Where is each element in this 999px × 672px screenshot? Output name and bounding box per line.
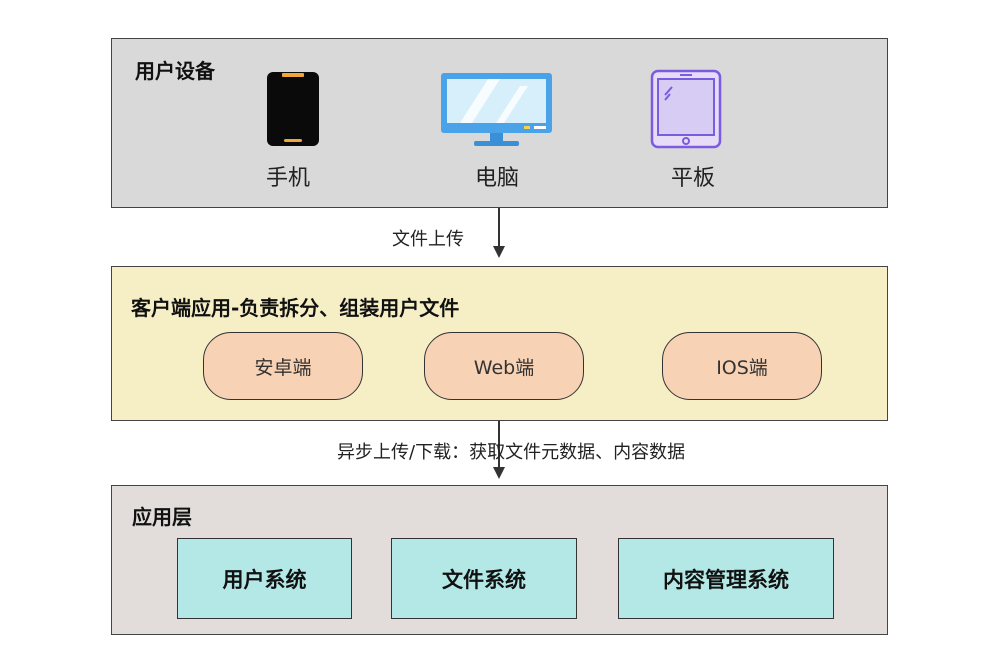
system-file: 文件系统 <box>391 538 577 619</box>
system-user: 用户系统 <box>177 538 352 619</box>
device-label-tablet: 平板 <box>670 166 715 191</box>
device-label-computer: 电脑 <box>474 166 519 191</box>
device-label-phone: 手机 <box>265 166 310 191</box>
client-android: 安卓端 <box>203 332 363 400</box>
application-layer-title: 应用层 <box>132 505 192 529</box>
system-content-management: 内容管理系统 <box>618 538 834 619</box>
upload-label: 文件上传 <box>392 229 464 250</box>
async-transfer-label: 异步上传/下载：获取文件元数据、内容数据 <box>337 442 686 463</box>
user-devices-title: 用户设备 <box>135 59 215 83</box>
monitor-icon <box>440 72 553 148</box>
client-ios: IOS端 <box>662 332 822 400</box>
client-app-title: 客户端应用-负责拆分、组装用户文件 <box>131 296 460 320</box>
upload-arrowhead <box>493 246 505 258</box>
async-arrowhead <box>493 467 505 479</box>
client-web: Web端 <box>424 332 584 400</box>
tablet-icon <box>650 69 722 149</box>
phone-icon <box>266 71 320 147</box>
